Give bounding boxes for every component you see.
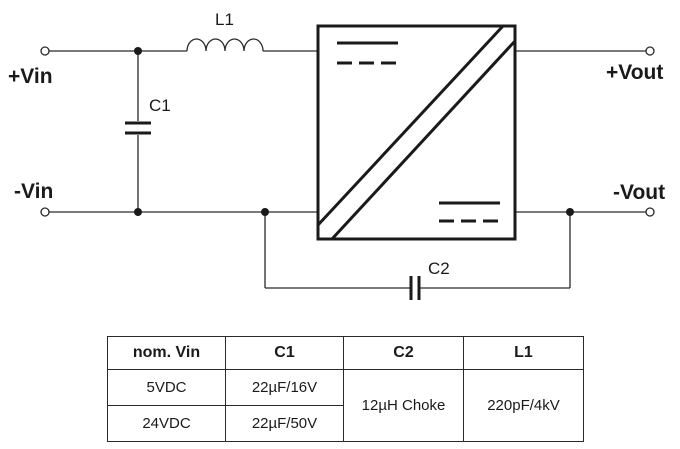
component-table: nom. Vin C1 C2 L1 5VDC 22µF/16V 12µH Cho…: [107, 336, 584, 442]
junction-dot: [134, 208, 142, 216]
converter-diagonal: [316, 24, 505, 227]
circuit-schematic: +Vin -Vin +Vout -Vout C1 L1 C2: [8, 10, 665, 300]
label-vin-pos: +Vin: [8, 65, 53, 88]
header-c2: C2: [343, 336, 464, 370]
cell-vin: 24VDC: [107, 405, 226, 442]
converter-diagonal: [330, 39, 517, 241]
label-c1: C1: [149, 96, 171, 115]
junction-dot: [134, 47, 142, 55]
cell-vin: 5VDC: [107, 369, 226, 406]
cell-c2: 12µH Choke: [343, 369, 464, 442]
cell-c1: 22µF/16V: [225, 369, 344, 406]
label-l1: L1: [215, 10, 234, 29]
label-c2: C2: [428, 259, 450, 278]
terminal-vout-neg: [645, 207, 655, 217]
inductor-l1: [186, 38, 264, 52]
terminal-vin-pos: [40, 46, 50, 56]
table-header-row: nom. Vin C1 C2 L1: [107, 336, 584, 370]
table-row: 5VDC 22µF/16V 12µH Choke 220pF/4kV: [107, 369, 584, 442]
header-c1: C1: [225, 336, 344, 370]
label-vin-neg: -Vin: [14, 180, 53, 203]
junction-dot: [566, 208, 574, 216]
header-nom-vin: nom. Vin: [107, 336, 226, 370]
cell-c1: 22µF/50V: [225, 405, 344, 442]
label-vout-pos: +Vout: [606, 61, 663, 84]
converter-block: [316, 24, 517, 241]
label-vout-neg: -Vout: [613, 181, 665, 204]
terminal-vin-neg: [40, 207, 50, 217]
table-row: 24VDC 22µF/50V: [107, 405, 584, 442]
junction-dot: [261, 208, 269, 216]
cell-l1: 220pF/4kV: [463, 369, 584, 442]
terminal-vout-pos: [645, 46, 655, 56]
header-l1: L1: [463, 336, 584, 370]
